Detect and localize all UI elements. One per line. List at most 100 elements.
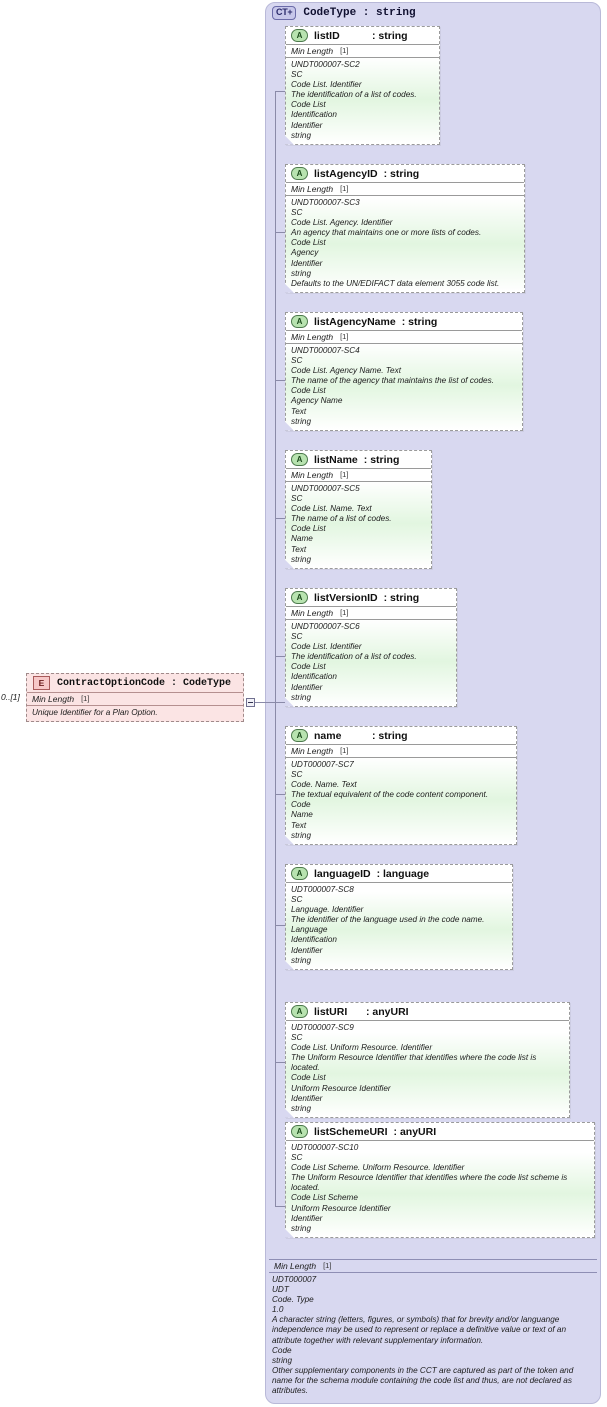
doc-line: Uniform Resource Identifier (291, 1203, 391, 1213)
attribute-header: A listAgencyName : string (286, 313, 522, 330)
attribute-name: name (314, 729, 342, 742)
attribute-header: A languageID : language (286, 865, 512, 882)
attribute-header: A listAgencyID : string (286, 165, 524, 182)
attribute-name: listSchemeURI (314, 1125, 388, 1138)
facet-min-length: Min Length[1] (286, 468, 431, 481)
complextype-expand-icon[interactable]: CT+ (272, 6, 297, 20)
attribute-box-listID[interactable]: A listID : string Min Length[1] UNDT0000… (285, 26, 440, 145)
facet-label: Min Length (274, 1261, 317, 1271)
complextype-title: CodeType : string (303, 7, 416, 19)
doc-line: Code List Scheme (291, 1193, 358, 1203)
doc-line: UNDT000007-SC5 (291, 484, 360, 493)
doc-line: Code List. Agency Name. Text (291, 366, 401, 376)
facet-min-length: Min Length[1] (286, 182, 524, 195)
doc-line: UDT000007-SC10 (291, 1143, 359, 1152)
attribute-box-languageID[interactable]: A languageID : language UDT000007-SC8 SC… (285, 864, 513, 970)
doc-line: Identifier (291, 120, 323, 130)
doc-line: UNDT000007-SC3 (291, 198, 360, 207)
attribute-type: : string (372, 29, 408, 42)
element-title: ContractOptionCode : CodeType (57, 677, 232, 689)
doc-line: string (291, 268, 312, 278)
facet-cardinality: [1] (81, 694, 90, 703)
attribute-box-listAgencyID[interactable]: A listAgencyID : string Min Length[1] UN… (285, 164, 525, 293)
attribute-box-listAgencyName[interactable]: A listAgencyName : string Min Length[1] … (285, 312, 523, 431)
doc-line: Identifier (291, 258, 323, 268)
collapse-toggle-button[interactable] (246, 698, 255, 707)
facet-cardinality: [1] (340, 746, 349, 755)
doc-line: Code List (291, 100, 326, 110)
element-icon: E (33, 676, 50, 690)
attribute-name: listURI (314, 1005, 348, 1018)
doc-line: UDT000007-SC7 (291, 760, 354, 769)
attribute-icon: A (291, 167, 308, 180)
doc-line: Uniform Resource Identifier (291, 1083, 391, 1093)
attribute-box-listURI[interactable]: A listURI : anyURI UDT000007-SC9 SC Code… (285, 1002, 570, 1118)
doc-line: Code List (291, 1073, 326, 1083)
attribute-type: : string (401, 315, 438, 328)
doc-line: The identification of a list of codes. (291, 652, 417, 662)
doc-line: The name of the agency that maintains th… (291, 376, 494, 386)
facet-cardinality: [1] (340, 184, 349, 193)
doc-line: SC (291, 70, 303, 80)
doc-line: An agency that maintains one or more lis… (291, 228, 482, 238)
doc-line: UDT000007-SC9 (291, 1023, 354, 1032)
doc-line: Agency (291, 248, 319, 258)
doc-line: The Uniform Resource Identifier that ide… (291, 1173, 568, 1193)
attribute-documentation: UNDT000007-SC3 SC Code List. Agency. Ide… (286, 195, 524, 292)
tree-stub-languageid (275, 925, 285, 926)
doc-line: Agency Name (291, 396, 343, 406)
facet-cardinality: [1] (340, 46, 349, 55)
doc-line: SC (291, 895, 303, 905)
doc-line: Code List. Name. Text (291, 504, 372, 514)
attribute-type: : string (372, 729, 408, 742)
doc-line: string (291, 554, 312, 564)
facet-label: Min Length (291, 608, 334, 618)
facet-label: Min Length (291, 332, 334, 342)
attribute-documentation: UNDT000007-SC2 SC Code List. Identifier … (286, 57, 439, 144)
tree-stub-listschemeuri (275, 1206, 285, 1207)
attribute-header: A listName : string (286, 451, 431, 468)
doc-line: Name (291, 810, 313, 820)
doc-line: Identifier (291, 1093, 323, 1103)
facet-cardinality: [1] (340, 608, 349, 617)
doc-line: Other supplementary components in the CC… (272, 1365, 574, 1396)
tree-stub-listagencyname (275, 380, 285, 381)
attribute-box-listSchemeURI[interactable]: A listSchemeURI : anyURI UDT000007-SC10 … (285, 1122, 595, 1238)
attribute-type: : anyURI (366, 1005, 409, 1018)
doc-line: Identifier (291, 682, 323, 692)
doc-line: Code List. Identifier (291, 642, 362, 652)
element-box-ContractOptionCode[interactable]: E ContractOptionCode : CodeType Min Leng… (26, 673, 244, 723)
facet-label: Min Length (32, 694, 75, 704)
doc-line: Code List. Agency. Identifier (291, 218, 393, 228)
doc-line: UDT000007-SC8 (291, 885, 354, 894)
doc-line: The identifier of the language used in t… (291, 915, 485, 925)
doc-line: string (291, 692, 312, 702)
facet-label: Min Length (291, 746, 334, 756)
tree-stub-listname (275, 518, 285, 519)
attribute-box-listName[interactable]: A listName : string Min Length[1] UNDT00… (285, 450, 432, 569)
attribute-box-listVersionID[interactable]: A listVersionID : string Min Length[1] U… (285, 588, 457, 707)
doc-line: Code (272, 1345, 292, 1355)
doc-line: Code List Scheme. Uniform Resource. Iden… (291, 1163, 465, 1173)
complextype-header[interactable]: CT+ CodeType : string (272, 4, 416, 22)
attribute-icon: A (291, 315, 308, 328)
facet-min-length: Min Length [1] (286, 606, 456, 619)
doc-line: string (291, 1223, 312, 1233)
doc-line: UNDT000007-SC4 (291, 346, 360, 355)
doc-line: string (291, 830, 312, 840)
doc-line: Identifier (291, 945, 323, 955)
tree-stub-listuri (275, 1062, 285, 1063)
facet-min-length: Min Length[1] (286, 330, 522, 343)
facet-min-length: Min Length[1] (286, 44, 439, 57)
doc-line: Text (291, 820, 307, 830)
attribute-name: listVersionID (314, 591, 378, 604)
complextype-footer: Min Length[1] UDT000007 UDT Code. Type 1… (269, 1259, 597, 1399)
doc-line: Code List (291, 524, 326, 534)
doc-line: 1.0 (272, 1305, 284, 1315)
attribute-box-name[interactable]: A name : string Min Length[1] UDT000007-… (285, 726, 517, 845)
attribute-icon: A (291, 1005, 308, 1018)
attribute-header: A listID : string (286, 27, 439, 44)
doc-line: SC (291, 632, 303, 642)
attribute-documentation: UNDT000007-SC6 SC Code List. Identifier … (286, 619, 456, 706)
